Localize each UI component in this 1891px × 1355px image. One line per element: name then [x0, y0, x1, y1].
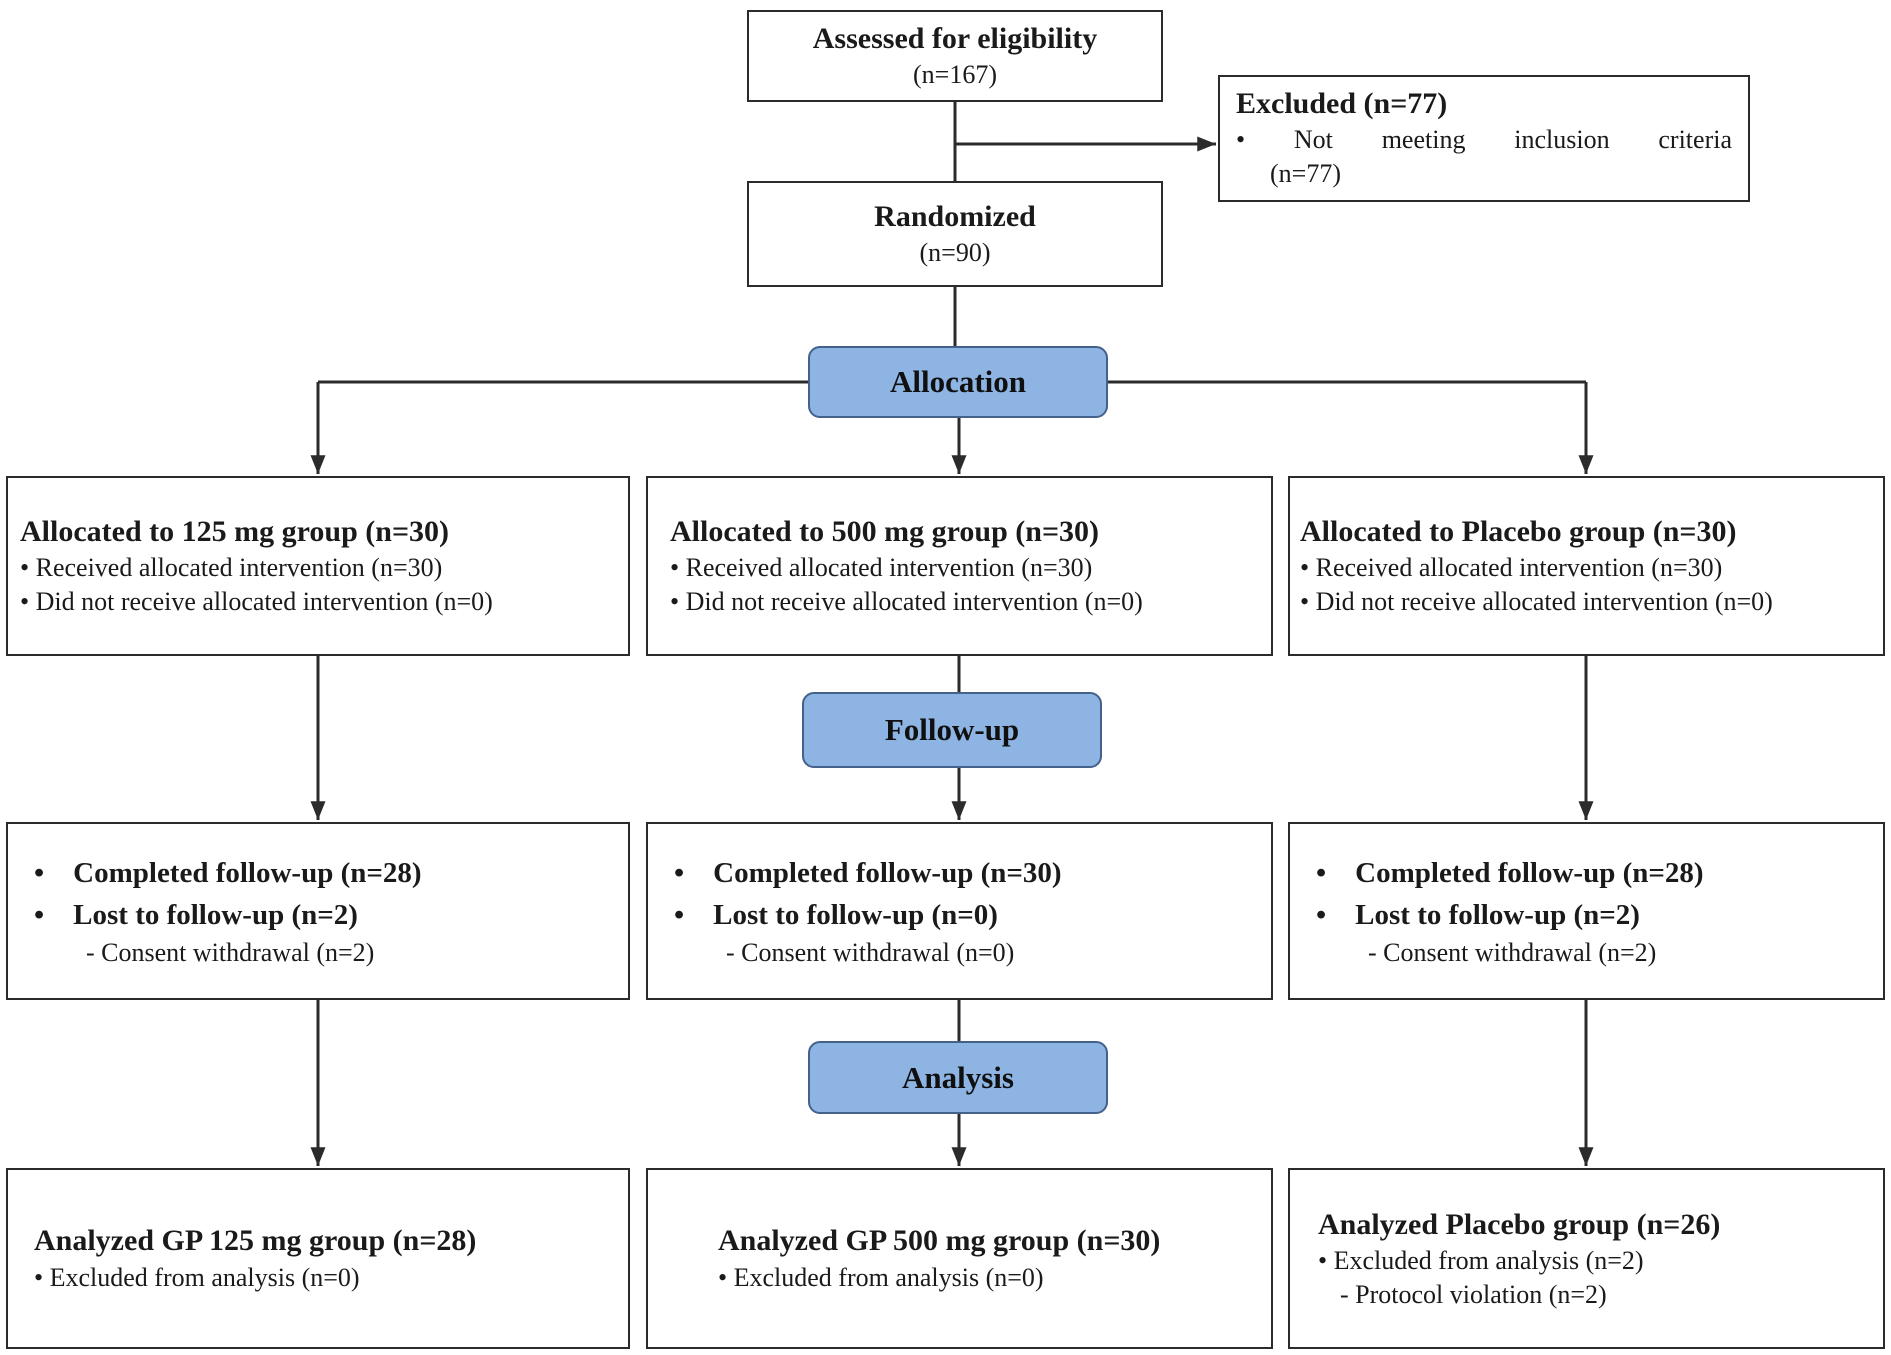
followup-line: • Lost to follow-up (n=0) — [674, 899, 998, 932]
allocation-stage-label: Allocation — [889, 364, 1027, 399]
randomized-box: Randomized (n=90) — [747, 181, 1163, 287]
analysis-subline: - Protocol violation (n=2) — [1340, 1279, 1607, 1309]
allocation-stage-badge: Allocation — [808, 346, 1108, 418]
allocation-bullet: • Received allocated intervention (n=30) — [20, 553, 443, 583]
followup-subline: - Consent withdrawal (n=2) — [86, 938, 375, 968]
followup-subline: - Consent withdrawal (n=0) — [726, 938, 1015, 968]
allocation-title: Allocated to Placebo group (n=30) — [1300, 515, 1737, 548]
analysis-bullet: • Excluded from analysis (n=2) — [1318, 1245, 1644, 1275]
allocation-box-placebo: Allocated to Placebo group (n=30) • Rece… — [1288, 476, 1885, 656]
allocation-bullet: • Did not receive allocated intervention… — [20, 587, 493, 617]
followup-subline: - Consent withdrawal (n=2) — [1368, 938, 1657, 968]
analysis-bullet: • Excluded from analysis (n=0) — [34, 1262, 360, 1292]
randomized-title: Randomized — [874, 199, 1036, 233]
excluded-box: Excluded (n=77) • Not meeting inclusion … — [1218, 75, 1750, 202]
assessed-n: (n=167) — [913, 60, 997, 90]
allocation-box-125mg: Allocated to 125 mg group (n=30) • Recei… — [6, 476, 630, 656]
followup-line: • Lost to follow-up (n=2) — [34, 899, 358, 932]
allocation-bullet: • Received allocated intervention (n=30) — [670, 553, 1093, 583]
followup-line: • Completed follow-up (n=30) — [674, 857, 1062, 890]
followup-line: • Completed follow-up (n=28) — [1316, 857, 1704, 890]
analysis-box-125mg: Analyzed GP 125 mg group (n=28) • Exclud… — [6, 1168, 630, 1349]
allocation-bullet: • Did not receive allocated intervention… — [1300, 587, 1773, 617]
allocation-bullet: • Did not receive allocated intervention… — [670, 587, 1143, 617]
followup-line: • Lost to follow-up (n=2) — [1316, 899, 1640, 932]
allocation-title: Allocated to 125 mg group (n=30) — [20, 515, 450, 548]
followup-stage-badge: Follow-up — [802, 692, 1102, 768]
excluded-title: Excluded (n=77) — [1236, 87, 1448, 120]
followup-box-500mg: • Completed follow-up (n=30) • Lost to f… — [646, 822, 1273, 1000]
analysis-stage-badge: Analysis — [808, 1041, 1108, 1114]
analysis-bullet: • Excluded from analysis (n=0) — [718, 1262, 1044, 1292]
analysis-title: Analyzed GP 500 mg group (n=30) — [718, 1224, 1161, 1258]
assessed-title: Assessed for eligibility — [812, 21, 1098, 55]
randomized-n: (n=90) — [919, 238, 991, 268]
allocation-box-500mg: Allocated to 500 mg group (n=30) • Recei… — [646, 476, 1273, 656]
analysis-title: Analyzed GP 125 mg group (n=28) — [34, 1224, 477, 1258]
followup-stage-label: Follow-up — [884, 712, 1020, 747]
analysis-box-500mg: Analyzed GP 500 mg group (n=30) • Exclud… — [646, 1168, 1273, 1349]
allocation-title: Allocated to 500 mg group (n=30) — [670, 515, 1100, 548]
followup-box-125mg: • Completed follow-up (n=28) • Lost to f… — [6, 822, 630, 1000]
allocation-bullet: • Received allocated intervention (n=30) — [1300, 553, 1723, 583]
analysis-stage-label: Analysis — [902, 1059, 1014, 1095]
followup-box-placebo: • Completed follow-up (n=28) • Lost to f… — [1288, 822, 1885, 1000]
analysis-box-placebo: Analyzed Placebo group (n=26) • Excluded… — [1288, 1168, 1885, 1349]
excluded-reason-line2: (n=77) — [1270, 159, 1341, 189]
analysis-title: Analyzed Placebo group (n=26) — [1318, 1207, 1721, 1241]
assessed-box: Assessed for eligibility (n=167) — [747, 10, 1163, 102]
excluded-reason-line1: • Not meeting inclusion criteria — [1236, 125, 1732, 155]
followup-line: • Completed follow-up (n=28) — [34, 857, 422, 890]
